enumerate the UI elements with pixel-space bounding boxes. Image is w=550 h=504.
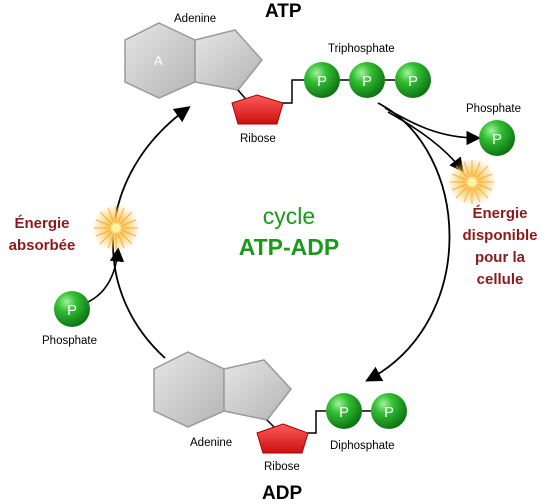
- arrow-atp-to-adp: [365, 102, 451, 382]
- arrow-to-energy-released: [387, 111, 464, 173]
- adp-adenine-hexagon: [153, 351, 225, 428]
- energy-absorbed-text: Énergie absorbée: [9, 215, 76, 254]
- energy-available-line3: pour la: [475, 249, 526, 266]
- absorbed-phosphate: P Phosphate: [42, 291, 97, 347]
- atp-adenine-label: Adenine: [174, 13, 216, 25]
- released-phosphate: Phosphate P: [466, 103, 521, 156]
- energy-burst-released-icon: [448, 158, 496, 206]
- atp-ribose-pentagon: [231, 94, 284, 125]
- adp-phosphate-1-letter: P: [339, 404, 349, 421]
- atp-title: ATP: [265, 1, 302, 22]
- atp-ribose-label: Ribose: [240, 133, 276, 145]
- energy-available-line4: cellule: [477, 271, 524, 288]
- adp-ribose-pentagon: [256, 423, 309, 454]
- energy-available-text: Énergie disponible pour la cellule: [463, 205, 538, 288]
- adp-phosphate-2-letter: P: [384, 404, 394, 421]
- atp-phosphate-2: P: [349, 62, 385, 98]
- atp-adenine-pentagon: [194, 29, 263, 91]
- energy-available-line1: Énergie: [472, 205, 527, 222]
- atp-phosphate-3-letter: P: [408, 73, 418, 90]
- energy-available-line2: disponible: [463, 227, 538, 244]
- atp-phosphate-2-letter: P: [362, 73, 372, 90]
- atp-bond-sugar-phosphate: [283, 79, 305, 104]
- adp-title: ADP: [262, 483, 302, 504]
- cycle-label-line1: cycle: [263, 203, 315, 229]
- adp-bond-sugar-phosphate: [308, 410, 327, 434]
- atp-phosphate-3: P: [395, 62, 431, 98]
- atp-adenine-letter: A: [154, 53, 163, 68]
- atp-phosphate-1-letter: P: [317, 73, 327, 90]
- adp-ribose-label: Ribose: [264, 461, 300, 473]
- atp-phosphate-1: P: [304, 62, 340, 98]
- cycle-label-line2: ATP-ADP: [239, 234, 340, 260]
- adp-molecule: Adenine Ribose P P Diphosphate ADP: [153, 351, 407, 504]
- absorbed-phosphate-letter: P: [67, 302, 77, 319]
- adp-diphosphate-label: Diphosphate: [330, 440, 395, 452]
- energy-absorbed-line1: Énergie: [14, 215, 69, 232]
- adp-phosphate-2: P: [371, 393, 407, 429]
- released-phosphate-letter: P: [492, 131, 502, 148]
- atp-triphosphate-label: Triphosphate: [328, 43, 395, 55]
- adp-phosphate-1: P: [326, 393, 362, 429]
- released-phosphate-label: Phosphate: [466, 103, 521, 115]
- atp-molecule: ATP Adenine A Ribose Triphosphate P P P: [124, 1, 431, 145]
- absorbed-phosphate-label: Phosphate: [42, 335, 97, 347]
- adp-adenine-pentagon: [223, 359, 292, 421]
- arrow-to-released-phosphate: [384, 107, 481, 146]
- arrow-from-absorbed-phosphate: [87, 247, 125, 303]
- energy-burst-absorbed-icon: [92, 204, 140, 252]
- energy-absorbed-line2: absorbée: [9, 237, 76, 254]
- cycle-center-label: cycle ATP-ADP: [239, 203, 340, 260]
- adp-adenine-label: Adenine: [190, 437, 232, 449]
